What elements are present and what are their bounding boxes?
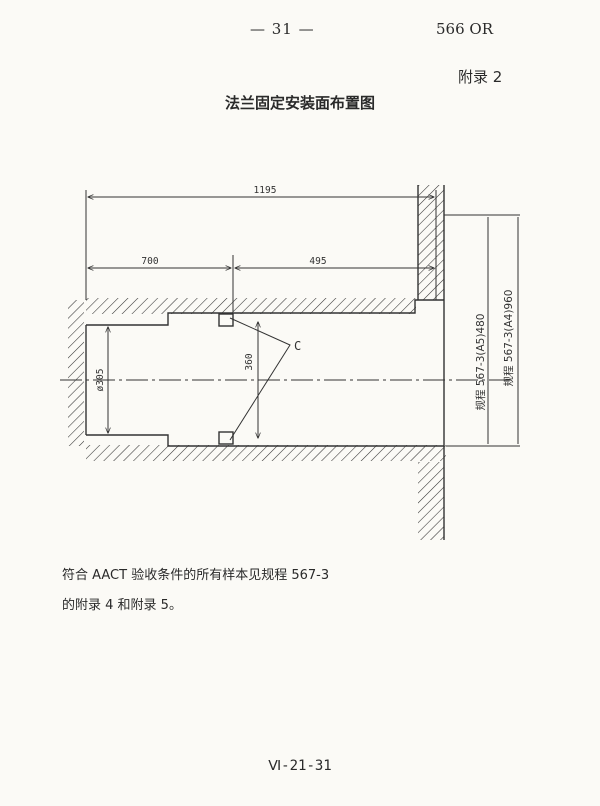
callout-leader (229, 317, 291, 441)
note-line-2: 的附录 4 和附录 5。 (62, 598, 182, 613)
footer-page-code: Ⅵ-21-31 (268, 758, 332, 774)
note-line-1: 符合 AACT 验收条件的所有样本见规程 567-3 (62, 568, 330, 583)
upper-bolt (218, 313, 234, 327)
lower-bolt (218, 431, 234, 445)
dim-height: 360 (244, 353, 255, 370)
document-code: 566 OR (436, 20, 493, 38)
page-title: 法兰固定安装面布置图 (224, 94, 375, 112)
dim-diameter: ø305 (95, 369, 106, 392)
page-number: — 31 — (250, 20, 315, 38)
callout-label: C (294, 339, 301, 353)
dim-overall-length: 1195 (254, 185, 277, 196)
label-a5: 规程 567-3(A5)480 (474, 314, 487, 411)
dim-left-length: 700 (141, 256, 158, 267)
label-a4: 规程 567-3(A4)960 (502, 290, 515, 387)
hatched-wall (68, 185, 446, 540)
dim-right-length: 495 (309, 256, 326, 267)
appendix-label: 附录 2 (458, 68, 503, 86)
part-outline (85, 185, 445, 540)
